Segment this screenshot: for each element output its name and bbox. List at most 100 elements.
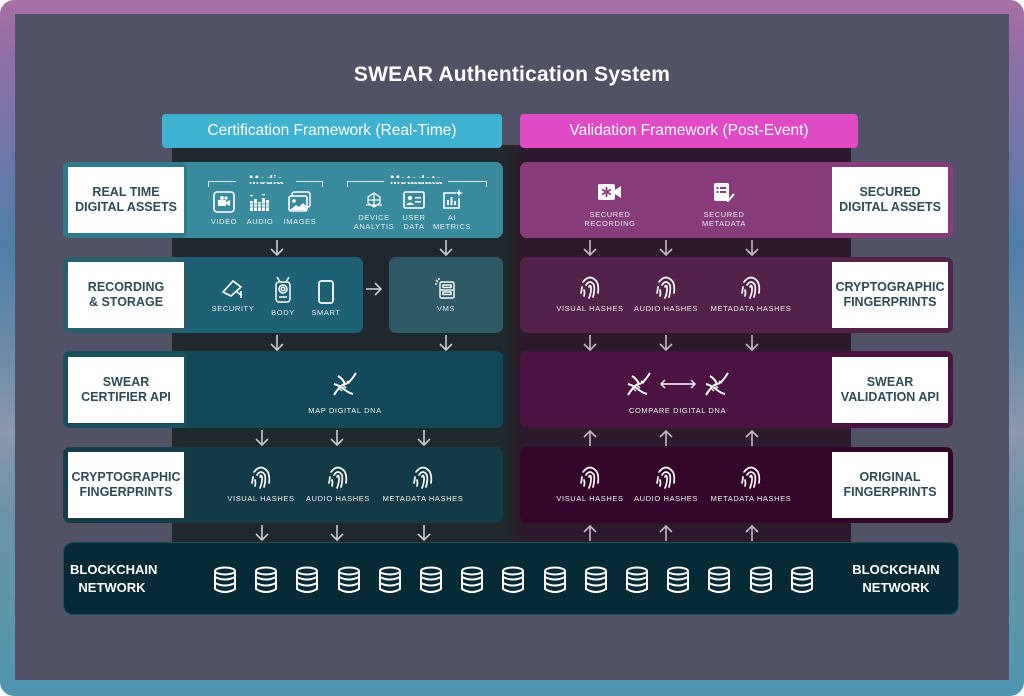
fingerprint-icon <box>328 466 348 489</box>
arrow-up-icon <box>583 524 597 541</box>
fingerprint-icon <box>580 276 600 299</box>
database-icon <box>214 566 236 593</box>
page-title: SWEAR Authentication System <box>353 63 671 86</box>
compare-digital-dna-item: COMPARE DIGITAL DNA <box>610 370 745 415</box>
hash-caption: AUDIO HASHES <box>634 494 698 503</box>
hash-caption: VISUAL HASHES <box>556 304 624 313</box>
arrow-down-icon <box>417 525 431 542</box>
val-hash-visual: VISUAL HASHES <box>555 274 625 313</box>
media-item-images: IMAGES <box>282 191 318 226</box>
arrow-down-icon <box>439 335 453 352</box>
ai-metrics-icon <box>443 189 463 209</box>
secured-caption: SECURED RECORDING <box>584 210 636 228</box>
cert-row-label: SWEAR CERTIFIER API <box>68 357 184 423</box>
cert-hash-metadata: METADATA HASHES <box>381 464 465 503</box>
vms-caption: VMS <box>436 304 456 313</box>
user-data-icon <box>403 191 425 209</box>
arrow-down-icon <box>659 335 673 352</box>
images-icon <box>288 191 311 212</box>
arrow-down-icon <box>583 335 597 352</box>
val-row-label: SECURED DIGITAL ASSETS <box>832 167 948 233</box>
database-icon <box>420 566 442 593</box>
val-secured-metadata: SECURED METADATA <box>694 182 754 228</box>
recording-caption: SECURITY <box>211 304 255 313</box>
dna-caption: MAP DIGITAL DNA <box>308 406 382 415</box>
val-hash-audio: AUDIO HASHES <box>631 274 701 313</box>
media-caption: VIDEO <box>210 217 238 226</box>
body-camera-icon <box>275 276 291 303</box>
metadata-item-ai-metrics: AI METRICS <box>433 189 471 231</box>
hash-caption: METADATA HASHES <box>382 494 464 503</box>
media-item-video: VIDEO <box>208 191 240 226</box>
validation-framework-header: Validation Framework (Post-Event) <box>520 114 858 148</box>
dna-icon <box>333 372 357 396</box>
arrow-up-icon <box>659 524 673 541</box>
database-icon <box>543 566 566 593</box>
dna-icon <box>704 372 729 396</box>
media-bracket-gap <box>236 178 296 182</box>
arrow-up-icon <box>745 429 759 446</box>
double-arrow-icon <box>659 379 696 389</box>
cert-row-label: CRYPTOGRAPHIC FINGERPRINTS <box>68 452 184 518</box>
secured-recording-icon <box>598 184 621 200</box>
val-orig-hash-audio: AUDIO HASHES <box>631 464 701 503</box>
metadata-caption: AI METRICS <box>433 213 471 231</box>
fingerprint-icon <box>656 466 676 489</box>
map-digital-dna-item: MAP DIGITAL DNA <box>290 370 400 415</box>
hash-caption: METADATA HASHES <box>710 304 792 313</box>
database-icon <box>584 566 607 593</box>
metadata-item-device-analytics: DEVICE ANALYTIS <box>354 191 394 231</box>
arrow-up-icon <box>745 524 759 541</box>
cert-hash-visual: VISUAL HASHES <box>226 464 296 503</box>
blockchain-nodes <box>212 566 813 594</box>
blockchain-label-left: BLOCKCHAIN NETWORK <box>70 562 158 595</box>
smartphone-icon <box>318 280 334 304</box>
arrow-down-icon <box>330 525 344 542</box>
val-orig-hash-visual: VISUAL HASHES <box>555 464 625 503</box>
val-hash-metadata: METADATA HASHES <box>709 274 793 313</box>
val-row-label: SWEAR VALIDATION API <box>832 357 948 423</box>
media-caption: AUDIO <box>246 217 274 226</box>
recording-item-body: BODY <box>268 276 298 317</box>
recording-caption: SMART <box>311 308 341 317</box>
metadata-item-user-data: USER DATA <box>400 191 428 231</box>
secured-caption: SECURED METADATA <box>702 210 746 228</box>
arrow-down-icon <box>745 335 759 352</box>
database-icon <box>667 566 690 593</box>
val-secured-recording: SECURED RECORDING <box>580 183 640 228</box>
arrow-down-icon <box>330 430 344 447</box>
val-row-label: ORIGINAL FINGERPRINTS <box>832 452 948 518</box>
recording-item-security: SECURITY <box>210 278 256 313</box>
database-icon <box>378 566 401 593</box>
arrow-down-icon <box>270 335 284 352</box>
fingerprint-icon <box>580 466 600 489</box>
val-row-label: CRYPTOGRAPHIC FINGERPRINTS <box>832 262 948 328</box>
fingerprint-icon <box>741 466 761 489</box>
arrow-down-icon <box>255 430 269 447</box>
database-icon <box>337 566 360 593</box>
secured-metadata-icon <box>714 183 735 203</box>
media-item-audio: AUDIO <box>244 191 276 226</box>
val-orig-hash-metadata: METADATA HASHES <box>709 464 793 503</box>
arrow-down-icon <box>417 430 431 447</box>
security-camera-icon <box>221 279 243 298</box>
cert-hash-audio: AUDIO HASHES <box>303 464 373 503</box>
dna-caption: COMPARE DIGITAL DNA <box>628 406 727 415</box>
hash-caption: VISUAL HASHES <box>227 494 295 503</box>
database-icon <box>626 566 648 593</box>
hash-caption: METADATA HASHES <box>710 494 792 503</box>
device-analytics-icon <box>366 192 382 208</box>
fingerprint-icon <box>413 466 433 489</box>
database-icon <box>749 566 772 593</box>
arrow-down-icon <box>439 240 453 257</box>
recording-caption: BODY <box>271 308 295 317</box>
arrow-down-icon <box>745 240 759 257</box>
fingerprint-icon <box>251 466 271 489</box>
cert-row-label: RECORDING & STORAGE <box>68 262 184 328</box>
database-icon <box>790 566 813 593</box>
database-icon <box>708 566 731 593</box>
arrow-up-icon <box>583 429 597 446</box>
hash-caption: VISUAL HASHES <box>556 494 624 503</box>
arrow-up-icon <box>659 429 673 446</box>
column-divider <box>510 145 518 543</box>
